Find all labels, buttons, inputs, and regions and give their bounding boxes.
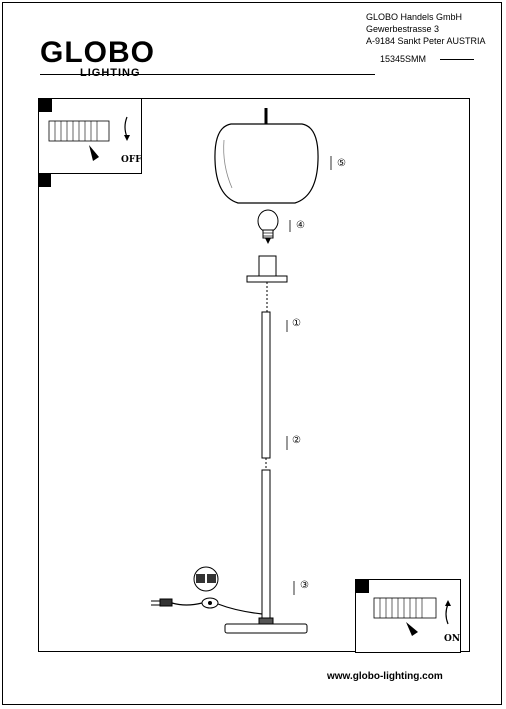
- website-url: www.globo-lighting.com: [327, 671, 443, 682]
- part-number-4: ④: [296, 220, 305, 231]
- part-number-2: ②: [292, 435, 301, 446]
- inset-power-on: ON: [355, 579, 461, 653]
- header-rule: [40, 74, 375, 75]
- inset-on-marker: [356, 580, 369, 593]
- part-number-3: ③: [300, 580, 309, 591]
- inset-power-off: OFF: [38, 98, 142, 174]
- glass-shade-icon: [214, 123, 319, 204]
- arrow-down-icon: [124, 116, 128, 138]
- breaker-panel-icon: [48, 116, 130, 161]
- part-callouts: [286, 156, 332, 595]
- power-cable-icon: [151, 597, 263, 615]
- breaker-panel-on-icon: [373, 597, 451, 636]
- main-corner-marker: [38, 174, 51, 187]
- inset-warning-marker: [39, 99, 52, 112]
- brand-sub: LIGHTING: [80, 67, 141, 79]
- plug-icon: [159, 598, 173, 607]
- switch-detail-icon: [193, 566, 219, 592]
- address-block: GLOBO Handels GmbH Gewerbestrasse 3 A-91…: [366, 11, 486, 47]
- address-line-1: GLOBO Handels GmbH: [366, 12, 463, 22]
- base-plate-icon: [224, 617, 308, 634]
- upper-tube: [261, 311, 271, 459]
- socket-holder-icon: [246, 255, 288, 312]
- model-rule: [440, 59, 474, 60]
- shade-highlight: [223, 139, 233, 189]
- part-number-5: ⑤: [337, 158, 346, 169]
- address-line-3: A-9184 Sankt Peter AUSTRIA: [366, 36, 486, 46]
- part-number-1: ①: [292, 318, 301, 329]
- page-border: [2, 2, 502, 705]
- hand-on-icon: [406, 622, 418, 636]
- globo-logo: GLOBO LIGHTING: [40, 36, 375, 79]
- diagram-frame: [38, 98, 470, 652]
- model-number: 15345SMM: [380, 54, 427, 64]
- hand-icon: [89, 145, 99, 161]
- address-line-2: Gewerbestrasse 3: [366, 24, 440, 34]
- arrow-up-icon: [445, 603, 449, 625]
- light-bulb-icon: [257, 209, 279, 244]
- off-label: OFF: [121, 155, 142, 165]
- on-label: ON: [444, 634, 461, 644]
- lower-tube: [261, 469, 271, 619]
- brand-name: GLOBO: [40, 36, 155, 69]
